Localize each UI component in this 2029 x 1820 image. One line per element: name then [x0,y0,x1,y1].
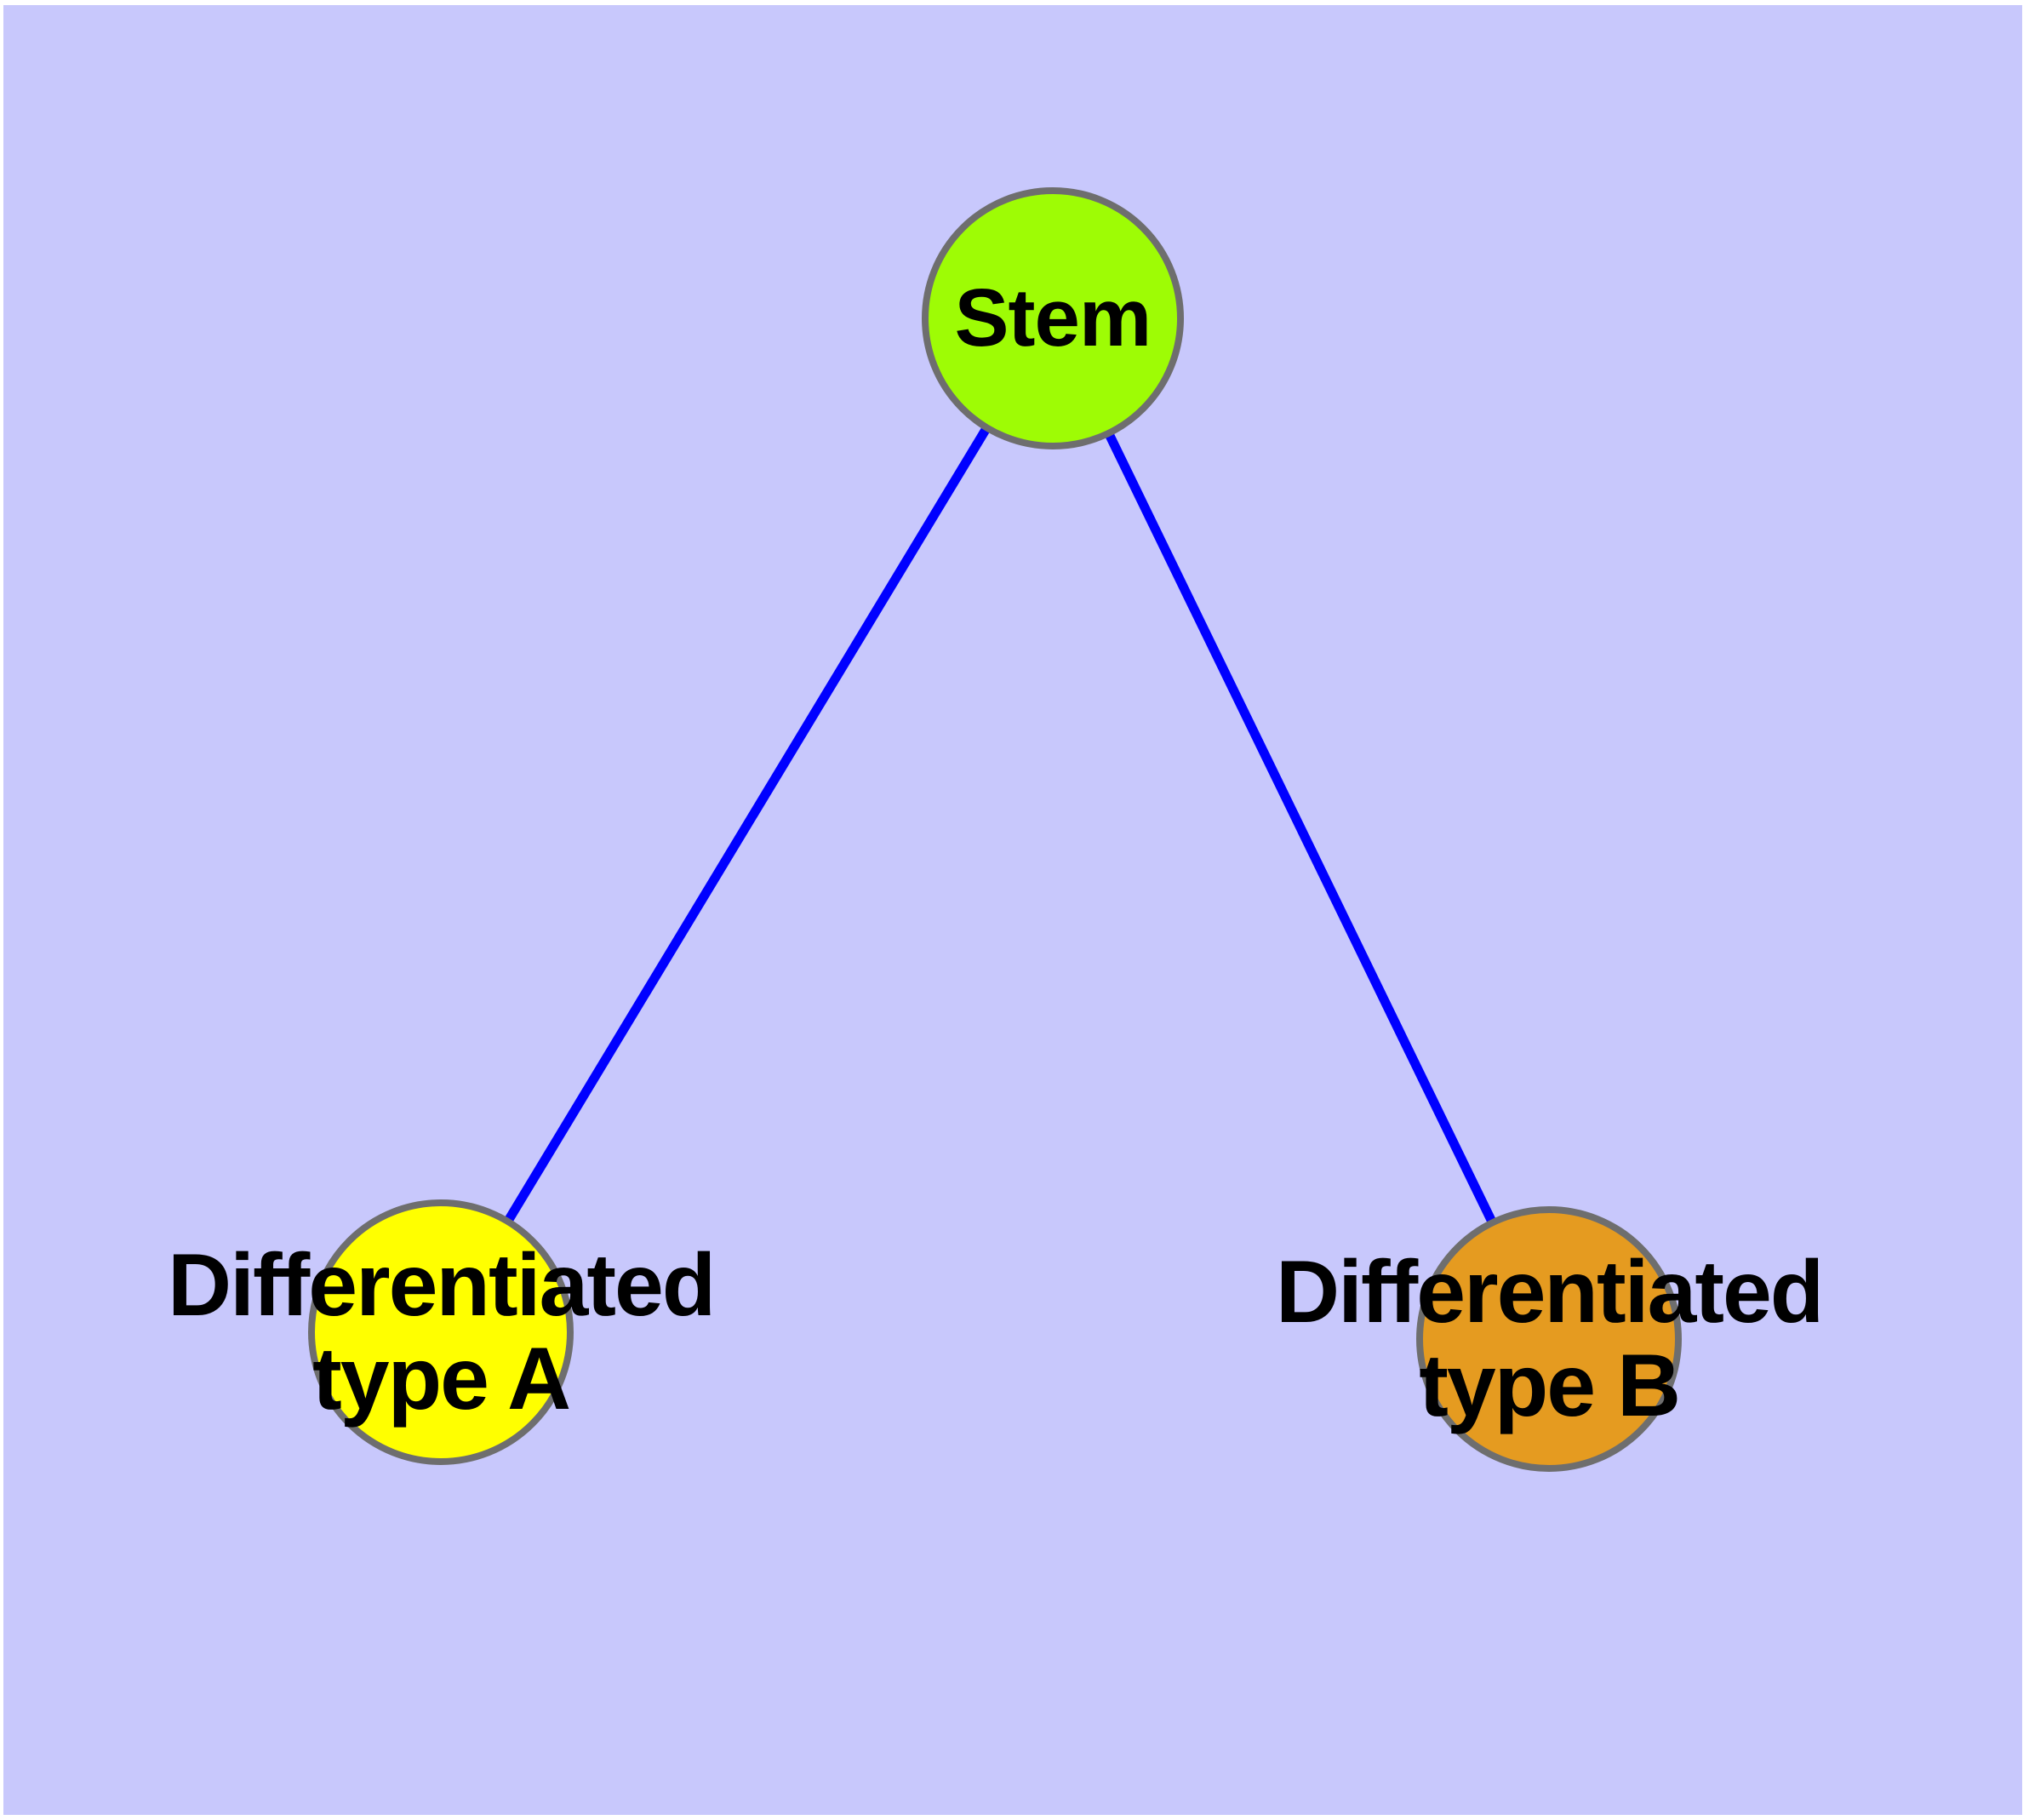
graph-node-stem[interactable] [922,187,1184,449]
edge-layer [501,422,1499,1228]
graph-edge-stem-diff_a [501,422,993,1228]
graph-edge-stem-diff_b [1102,427,1499,1228]
graph-node-diff_a[interactable] [308,1199,574,1465]
node-layer [308,187,1682,1472]
graph-node-diff_b[interactable] [1416,1206,1682,1472]
